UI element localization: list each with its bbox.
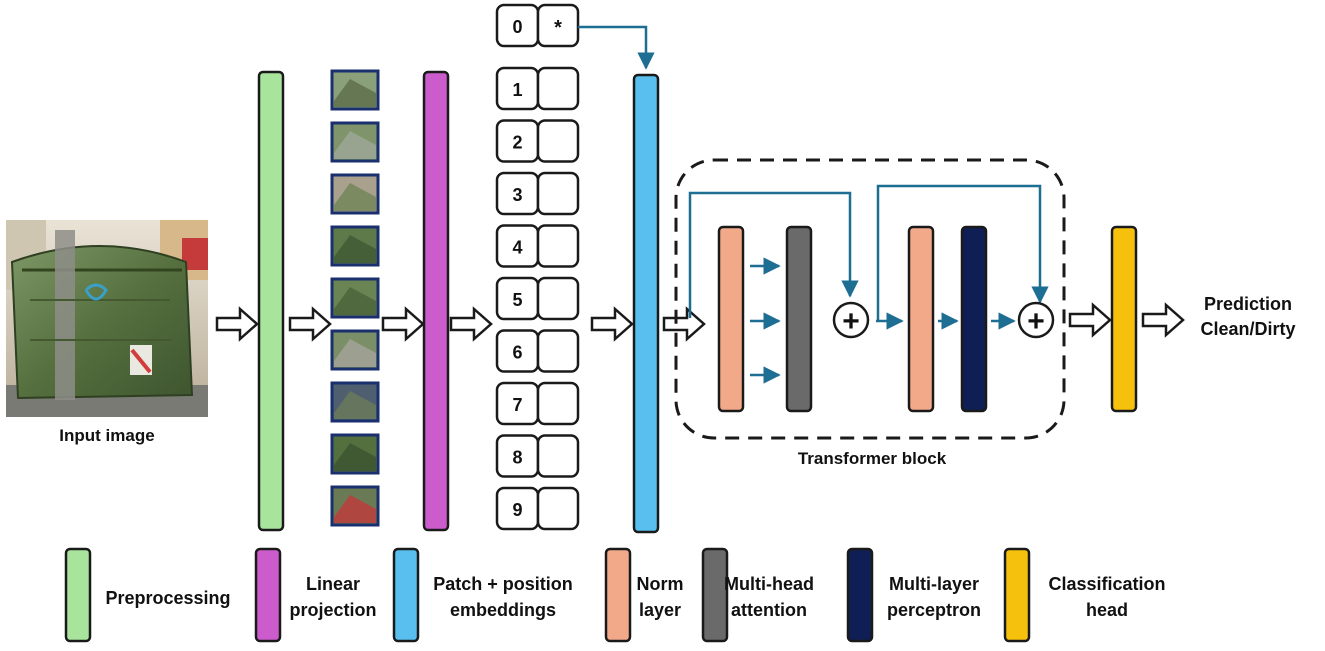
- legend-label: layer: [639, 600, 681, 620]
- legend-label: projection: [289, 600, 376, 620]
- multi-layer-perceptron-block: [960, 225, 988, 413]
- legend-item-patch-position-embeddings: Patch + position embeddings: [392, 547, 573, 643]
- token-row: 8: [495, 434, 580, 478]
- token-row: 9: [495, 486, 580, 531]
- token-row: 3: [495, 171, 580, 216]
- legend-label: Norm: [636, 574, 683, 594]
- hollow-right-arrow-icon: [449, 306, 493, 342]
- legend-label: Multi-head: [724, 574, 814, 594]
- legend-item-norm-layer: Norm layer: [604, 547, 684, 643]
- legend-label: attention: [731, 600, 807, 620]
- add-node-1: +: [832, 301, 870, 339]
- legend-swatch: [846, 547, 874, 643]
- token-index: 3: [512, 185, 522, 205]
- token-row: 2: [495, 119, 580, 163]
- preprocessing-bar: [257, 70, 285, 532]
- legend-label: Classification: [1048, 574, 1165, 594]
- legend-label: Preprocessing: [105, 588, 230, 608]
- token-index: 6: [512, 343, 522, 363]
- image-patch: [330, 381, 380, 423]
- image-patch: [330, 433, 380, 475]
- hollow-right-arrow-icon: [1141, 302, 1185, 338]
- hollow-right-arrow-icon: [288, 306, 332, 342]
- prediction-classes: Clean/Dirty: [1200, 319, 1295, 339]
- legend-swatch: [604, 547, 632, 643]
- legend-item-linear-projection: Linear projection: [254, 547, 377, 643]
- legend-label: Patch + position: [433, 574, 573, 594]
- hollow-right-arrow-icon: [590, 306, 634, 342]
- token-row: 0*: [495, 3, 580, 48]
- image-patch: [330, 485, 380, 527]
- token-index: 2: [512, 133, 522, 153]
- image-patch: [330, 277, 380, 319]
- input-image-label: Input image: [59, 426, 154, 445]
- image-patch: [330, 225, 380, 267]
- token-index: 5: [512, 290, 522, 310]
- norm-layer-block-2: [907, 225, 935, 413]
- token-row: 4: [495, 224, 580, 268]
- token-index: 9: [512, 500, 522, 520]
- attention-input-arrows: [750, 257, 781, 384]
- legend-swatch: [1003, 547, 1031, 643]
- token-index: 4: [512, 238, 522, 258]
- embeddings-bar: [632, 73, 660, 534]
- residual-connection-1: [688, 191, 859, 318]
- add-node-2: +: [1017, 301, 1055, 339]
- legend-label: Linear: [306, 574, 360, 594]
- image-patch: [330, 69, 380, 111]
- token-index: 8: [512, 448, 522, 468]
- image-patch: [330, 173, 380, 215]
- legend-label: embeddings: [450, 600, 556, 620]
- hollow-right-arrow-icon: [662, 306, 706, 342]
- token-row: 7: [495, 381, 580, 426]
- hollow-right-arrow-icon: [381, 306, 425, 342]
- token-index: 0: [512, 17, 522, 37]
- multi-head-attention-block: [785, 225, 813, 413]
- token-row: 5: [495, 276, 580, 321]
- legend-label: perceptron: [887, 600, 981, 620]
- hollow-right-arrow-icon: [215, 306, 259, 342]
- legend-item-classification-head: Classification head: [1003, 547, 1166, 643]
- legend-item-multi-head-attention: Multi-head attention: [701, 547, 814, 643]
- legend-swatch: [701, 547, 729, 643]
- legend-label: head: [1086, 600, 1128, 620]
- cls-token-mark: *: [554, 17, 562, 39]
- circled-plus-icon: +: [842, 305, 860, 338]
- token-row: 6: [495, 329, 580, 373]
- image-patches: [330, 69, 380, 527]
- circled-plus-icon: +: [1027, 305, 1045, 338]
- token-index: 1: [512, 80, 522, 100]
- hollow-right-arrow-icon: [1068, 302, 1112, 338]
- prediction-label: Prediction: [1204, 294, 1292, 314]
- flow-arrows: [215, 302, 1185, 342]
- token-row: 1: [495, 66, 580, 111]
- linear-projection-bar: [422, 70, 450, 532]
- legend-swatch: [392, 547, 420, 643]
- legend: Preprocessing Linear projection Patch + pos…: [64, 547, 1166, 643]
- image-patch: [330, 329, 380, 371]
- legend-swatch: [254, 547, 282, 643]
- classification-head-bar: [1110, 225, 1138, 413]
- legend-item-preprocessing: Preprocessing: [64, 547, 231, 643]
- residual-connection-2: [876, 184, 1049, 320]
- token-index: 7: [512, 395, 522, 415]
- input-image: [6, 220, 208, 417]
- legend-swatch: [64, 547, 92, 643]
- legend-label: Multi-layer: [889, 574, 979, 594]
- norm-layer-block-1: [717, 225, 745, 413]
- transformer-block-label: Transformer block: [798, 449, 947, 468]
- legend-item-multi-layer-perceptron: Multi-layer perceptron: [846, 547, 981, 643]
- cls-token-arrow: [578, 25, 655, 70]
- transformer-block-frame: [674, 158, 1066, 440]
- image-patch: [330, 121, 380, 163]
